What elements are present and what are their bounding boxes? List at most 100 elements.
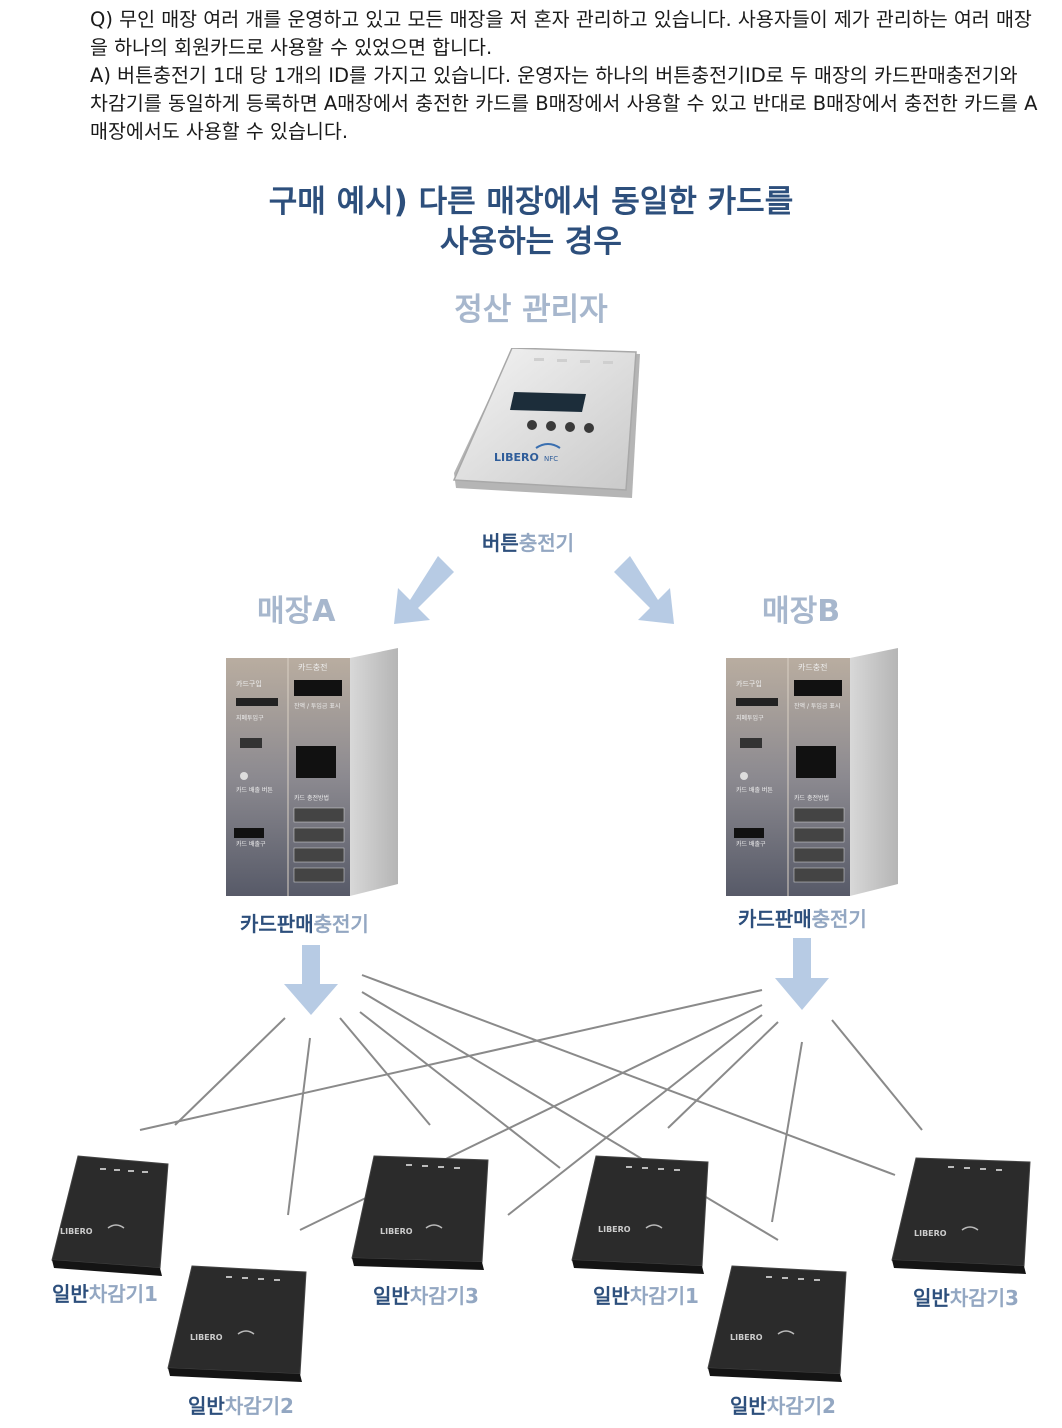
balance-display bbox=[794, 680, 842, 696]
charge-method-label: 카드 충전방법 bbox=[294, 794, 329, 802]
reader-store-a-2: LIBERO bbox=[166, 1264, 310, 1392]
bill-slot[interactable] bbox=[236, 698, 278, 706]
charge-step bbox=[293, 827, 345, 843]
arrow-down-store-a bbox=[284, 945, 338, 1015]
line-a-r2 bbox=[287, 1037, 311, 1216]
card-exit-slot[interactable] bbox=[234, 828, 264, 838]
diagram-title-line2: 사용하는 경우 bbox=[440, 224, 622, 260]
button-charger-device: LIBERO NFC bbox=[452, 347, 642, 516]
diagram-title-line1: 구매 예시) 다른 매장에서 동일한 카드를 bbox=[268, 184, 794, 220]
line-b-r3 bbox=[831, 1019, 923, 1131]
charge-step bbox=[293, 867, 345, 883]
line-b-a3 bbox=[507, 1014, 763, 1216]
flow-arrows bbox=[284, 556, 829, 1015]
line-a-r1 bbox=[174, 1017, 286, 1126]
reader-a3-label-dark: 일반 bbox=[373, 1284, 410, 1308]
reader-a2-label: 일반차감기2 bbox=[188, 1390, 294, 1419]
nfc-logo-icon bbox=[107, 1224, 125, 1229]
line-a-b2 bbox=[361, 991, 779, 1241]
indicator-led bbox=[534, 358, 544, 361]
reader-b2-label-dark: 일반 bbox=[730, 1394, 767, 1418]
charger-body bbox=[452, 347, 637, 491]
charger-brand: LIBERO bbox=[494, 451, 539, 464]
charger-key[interactable] bbox=[527, 420, 537, 430]
kiosk-side bbox=[350, 648, 398, 896]
reader-a3-label: 일반차감기3 bbox=[373, 1280, 479, 1309]
kiosk-b-label-dark: 카드판매 bbox=[738, 907, 812, 931]
card-eject-button[interactable] bbox=[740, 772, 748, 780]
reader-brand: LIBERO bbox=[60, 1227, 93, 1236]
reader-brand: LIBERO bbox=[730, 1333, 763, 1342]
line-a-r3 bbox=[339, 1017, 431, 1126]
reader-b3-label: 일반차감기3 bbox=[913, 1282, 1019, 1311]
reader-body bbox=[351, 1155, 489, 1263]
kiosk-left-title: 카드구입 bbox=[236, 679, 262, 688]
reader-store-b-2: LIBERO bbox=[706, 1264, 850, 1392]
nfc-logo-icon bbox=[425, 1224, 443, 1229]
line-b-r2 bbox=[771, 1041, 803, 1223]
charger-key[interactable] bbox=[584, 423, 594, 433]
reader-brand: LIBERO bbox=[914, 1229, 947, 1238]
kiosk-right-title: 카드충전 bbox=[298, 662, 327, 672]
reader-a2-label-light: 차감기2 bbox=[224, 1394, 294, 1418]
kiosk-a-label-light: 충전기 bbox=[313, 912, 369, 936]
line-a-b3 bbox=[361, 974, 896, 1176]
charge-step bbox=[293, 807, 345, 823]
reader-b3-label-light: 차감기3 bbox=[949, 1286, 1019, 1310]
nfc-logo-icon bbox=[237, 1330, 255, 1335]
bill-slot-label: 지폐투입구 bbox=[236, 714, 264, 722]
card-reader-pad[interactable] bbox=[296, 746, 336, 778]
store-a-label: 매장A bbox=[257, 594, 336, 629]
reader-store-b-3: LIBERO bbox=[890, 1156, 1034, 1284]
store-b-label: 매장B bbox=[762, 594, 841, 629]
reader-b2-label: 일반차감기2 bbox=[730, 1390, 836, 1419]
kiosk-right-title: 카드충전 bbox=[798, 662, 827, 672]
indicator-led bbox=[603, 361, 613, 364]
reader-body bbox=[891, 1157, 1031, 1267]
button-charger-label-light: 충전기 bbox=[518, 531, 575, 555]
qa-block: Q) 무인 매장 여러 개를 운영하고 있고 모든 매장을 저 혼자 관리하고 … bbox=[90, 6, 1040, 146]
card-button-label: 카드 배출 버튼 bbox=[236, 786, 273, 794]
card-button-label: 카드 배출 버튼 bbox=[736, 786, 773, 794]
line-b-a1 bbox=[139, 989, 763, 1131]
reader-body bbox=[571, 1155, 709, 1267]
charge-method-label: 카드 충전방법 bbox=[794, 794, 829, 802]
charger-key[interactable] bbox=[565, 422, 575, 432]
arrow-down-store-b bbox=[775, 938, 829, 1010]
reader-body bbox=[51, 1155, 169, 1269]
charger-key[interactable] bbox=[546, 421, 556, 431]
kiosk-store-a: 카드구입 카드충전 지폐투입구 잔액 / 투입금 표시 카드 배출 버튼 카드 … bbox=[222, 648, 402, 900]
reader-brand: LIBERO bbox=[598, 1225, 631, 1234]
kiosk-screen-small bbox=[740, 738, 762, 748]
charge-step bbox=[793, 807, 845, 823]
kiosk-left-title: 카드구입 bbox=[736, 679, 762, 688]
bill-slot[interactable] bbox=[736, 698, 778, 706]
kiosk-b-label-light: 충전기 bbox=[811, 907, 867, 931]
button-charger-label-dark: 버튼 bbox=[482, 531, 519, 555]
balance-display-label: 잔액 / 투입금 표시 bbox=[294, 702, 340, 710]
card-eject-button[interactable] bbox=[240, 772, 248, 780]
reader-edge bbox=[572, 1260, 704, 1274]
card-exit-slot[interactable] bbox=[734, 828, 764, 838]
card-exit-label: 카드 배출구 bbox=[736, 840, 766, 848]
charge-step bbox=[793, 827, 845, 843]
reader-edge bbox=[352, 1258, 484, 1270]
arrow-to-store-b bbox=[614, 556, 674, 624]
diagram-title: 구매 예시) 다른 매장에서 동일한 카드를 사용하는 경우 bbox=[0, 182, 1062, 262]
line-b-r1 bbox=[667, 1021, 779, 1129]
kiosk-a-label-dark: 카드판매 bbox=[240, 912, 314, 936]
reader-b3-label-dark: 일반 bbox=[913, 1286, 950, 1310]
reader-a2-label-dark: 일반 bbox=[188, 1394, 225, 1418]
line-a-b1 bbox=[359, 1011, 561, 1169]
kiosk-b-label: 카드판매충전기 bbox=[738, 903, 867, 932]
kiosk-side bbox=[850, 648, 898, 896]
reader-a3-label-light: 차감기3 bbox=[409, 1284, 479, 1308]
reader-b2-label-light: 차감기2 bbox=[766, 1394, 836, 1418]
reader-store-b-1: LIBERO bbox=[570, 1154, 712, 1284]
reader-b1-label: 일반차감기1 bbox=[593, 1280, 699, 1309]
connection-lines bbox=[139, 974, 923, 1241]
charger-display bbox=[510, 392, 586, 412]
nfc-logo-icon bbox=[645, 1224, 663, 1229]
card-reader-pad[interactable] bbox=[796, 746, 836, 778]
